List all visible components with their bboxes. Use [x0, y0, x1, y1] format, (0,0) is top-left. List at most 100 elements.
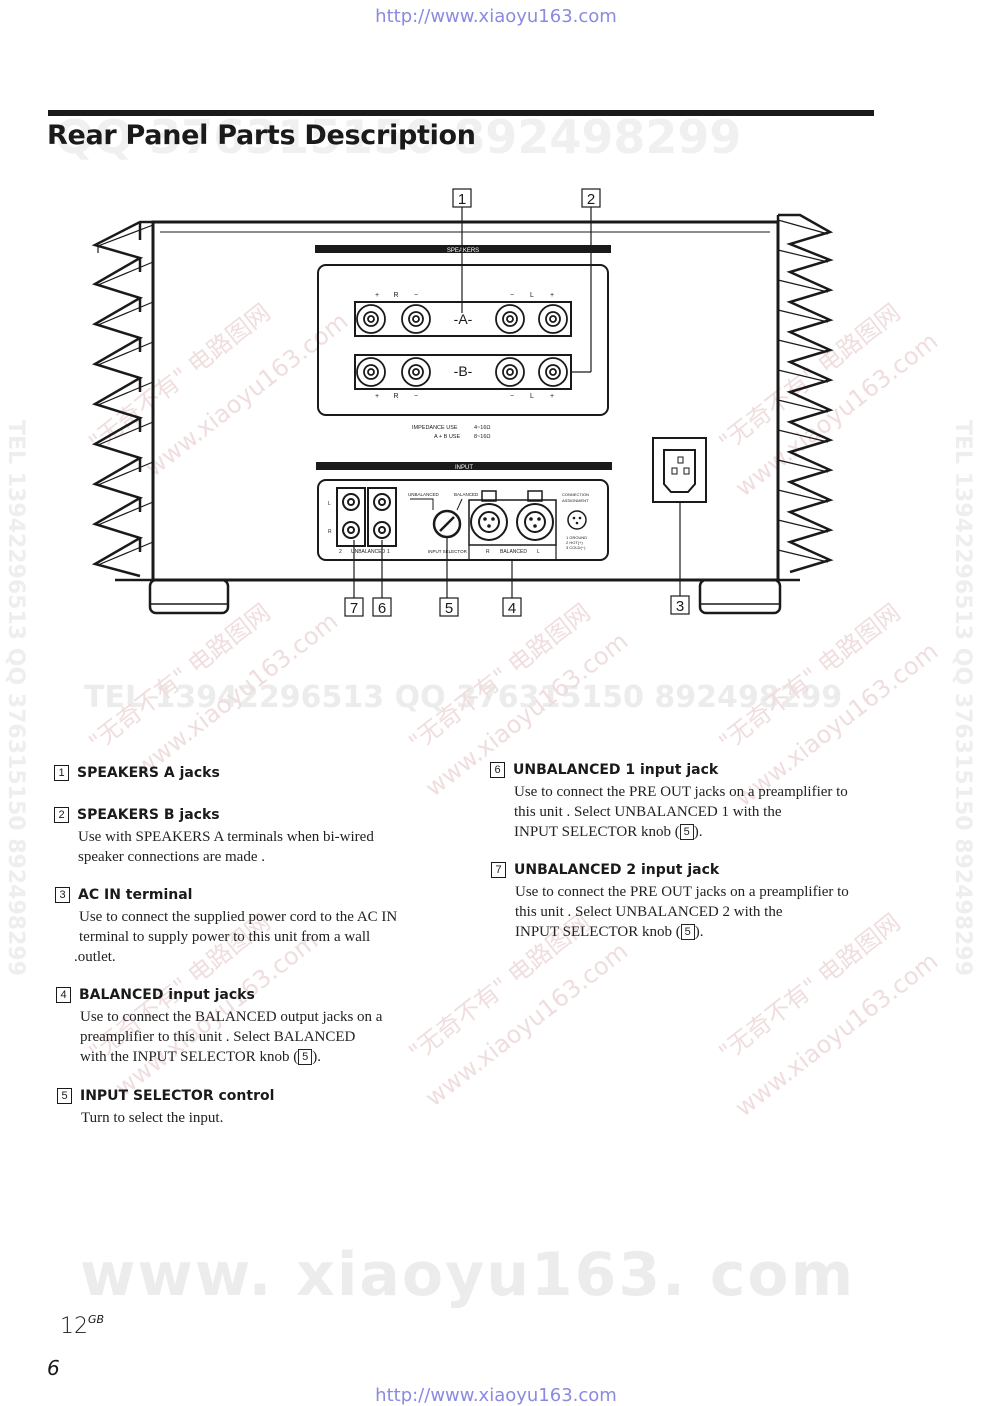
- xlr-jacks: [470, 503, 554, 541]
- speakers-header: SPEAKERS: [447, 248, 479, 254]
- entry-ref: 5: [298, 1049, 313, 1065]
- speakers-a-jacks: [356, 304, 568, 334]
- entry-line: preamplifier to this unit . Select BALAN…: [80, 1029, 356, 1045]
- svg-text:7: 7: [350, 600, 358, 617]
- input-header-bar: [316, 462, 612, 470]
- terminal-a-label: -A-: [454, 311, 473, 327]
- svg-text:CONNECTION: CONNECTION: [562, 492, 589, 497]
- svg-text:−: −: [510, 393, 514, 400]
- connection-labels: CONNECTION ASSIGNMENT 1 GROUND 2 HOT(+) …: [562, 492, 589, 550]
- entry-number: 1: [54, 765, 69, 781]
- left-heatsink: [91, 220, 155, 580]
- entry-title: UNBALANCED 1 input jack: [513, 762, 719, 778]
- svg-text:BALANCED: BALANCED: [500, 549, 527, 555]
- entry-line: Use to connect the PRE OUT jacks on a pr…: [514, 784, 848, 800]
- svg-text:R: R: [393, 393, 398, 400]
- svg-text:1: 1: [458, 191, 466, 208]
- entry-ac-in: 3 AC IN terminal Use to connect the suppl…: [55, 887, 455, 967]
- svg-text:+: +: [550, 292, 554, 299]
- svg-text:R: R: [393, 292, 398, 299]
- svg-text:−: −: [414, 393, 418, 400]
- svg-text:A + B USE: A + B USE: [434, 434, 460, 440]
- callout-numbers: 1 2 3 4 5 6 7: [350, 191, 684, 617]
- entry-title: INPUT SELECTOR control: [80, 1088, 275, 1104]
- watermark-qq-top: QQ 376315150 892498299: [55, 110, 742, 164]
- svg-text:6: 6: [378, 600, 386, 617]
- chassis-outline: [151, 220, 780, 582]
- foot-left: [148, 578, 230, 615]
- right-heatsink: [776, 213, 834, 578]
- svg-text:L: L: [530, 292, 534, 299]
- entry-line: speaker connections are made .: [78, 849, 265, 865]
- svg-text:BALANCED: BALANCED: [454, 492, 479, 497]
- svg-text:2: 2: [587, 191, 595, 208]
- svg-text:INPUT SELECTOR: INPUT SELECTOR: [428, 549, 468, 554]
- speakers-header-bar: [315, 245, 611, 253]
- xlr-labels: R BALANCED L: [486, 549, 540, 555]
- svg-text:2 HOT(+): 2 HOT(+): [566, 540, 583, 545]
- watermark-tel-row: TEL 13942296513 QQ 376315150 892498299: [84, 680, 843, 715]
- xlr-pins: [483, 517, 541, 528]
- entry-line: this unit . Select UNBALANCED 2 with the: [515, 904, 783, 920]
- callout-boxes: [344, 188, 690, 617]
- entry-ref: 5: [680, 924, 695, 940]
- entry-title: UNBALANCED 2 input jack: [514, 862, 720, 878]
- entry-title: BALANCED input jacks: [79, 987, 255, 1003]
- entry-line: .outlet.: [74, 949, 116, 965]
- svg-text:5: 5: [445, 600, 453, 617]
- svg-text:−: −: [510, 292, 514, 299]
- input-header: INPUT: [455, 465, 473, 471]
- polarity-bottom: + R − − L +: [375, 393, 554, 400]
- entry-title: AC IN terminal: [78, 887, 193, 903]
- entry-line: INPUT SELECTOR knob (5).: [515, 924, 704, 940]
- ac-in-socket: [663, 449, 696, 493]
- entry-line: with the INPUT SELECTOR knob (5).: [80, 1049, 321, 1065]
- svg-text:L: L: [537, 549, 540, 555]
- svg-text:4~16Ω: 4~16Ω: [474, 425, 491, 431]
- svg-text:+: +: [550, 393, 554, 400]
- entry-number: 3: [55, 887, 70, 903]
- svg-text:R: R: [486, 549, 490, 555]
- svg-text:−: −: [414, 292, 418, 299]
- rca-jacks: [336, 487, 397, 547]
- entry-line: this unit . Select UNBALANCED 1 with the: [514, 804, 782, 820]
- svg-text:3: 3: [676, 598, 684, 615]
- svg-text:UNBALANCED: UNBALANCED: [351, 549, 386, 555]
- terminal-b-label: -B-: [454, 363, 473, 379]
- speakers-a-block: [354, 301, 572, 337]
- svg-text:1 GROUND: 1 GROUND: [566, 535, 587, 540]
- page-title: Rear Panel Parts Description: [47, 120, 476, 151]
- input-panel: [317, 479, 609, 561]
- entry-line: Use to connect the BALANCED output jacks…: [80, 1009, 383, 1025]
- entry-number: 4: [56, 987, 71, 1003]
- entry-title: SPEAKERS A jacks: [77, 765, 220, 781]
- entry-line: INPUT SELECTOR knob (5).: [514, 824, 703, 840]
- entry-line: terminal to supply power to this unit fr…: [79, 929, 371, 945]
- leader-lines: [353, 207, 681, 598]
- page-number: 12GB: [60, 1313, 105, 1339]
- rca-labels: L R 2 UNBALANCED 1: [328, 501, 390, 555]
- svg-text:ASSIGNMENT: ASSIGNMENT: [562, 498, 589, 503]
- foot-right: [698, 578, 782, 615]
- svg-text:L: L: [530, 393, 534, 400]
- svg-text:+: +: [375, 292, 379, 299]
- selector-labels: UNBALANCED BALANCED INPUT SELECTOR: [408, 492, 479, 554]
- entry-ref: 5: [679, 824, 694, 840]
- entry-line: Turn to select the input.: [81, 1110, 224, 1126]
- rear-panel-diagram: SPEAKERS -A- -B- + R − − L + + R − − L +…: [91, 188, 834, 617]
- speakers-panel: [317, 264, 609, 416]
- connection-assignment-icon: [567, 510, 587, 530]
- svg-text:3 COLD(−): 3 COLD(−): [566, 545, 586, 550]
- footer-url[interactable]: http://www.xiaoyu163.com: [375, 1385, 617, 1406]
- svg-text:+: +: [375, 393, 379, 400]
- entry-line: Use to connect the supplied power cord t…: [79, 909, 398, 925]
- svg-text:4: 4: [508, 600, 516, 617]
- header-url[interactable]: http://www.xiaoyu163.com: [375, 6, 617, 27]
- svg-text:8~16Ω: 8~16Ω: [474, 434, 491, 440]
- watermark-site: www. xiaoyu163. com: [80, 1240, 856, 1310]
- entry-number: 7: [491, 862, 506, 878]
